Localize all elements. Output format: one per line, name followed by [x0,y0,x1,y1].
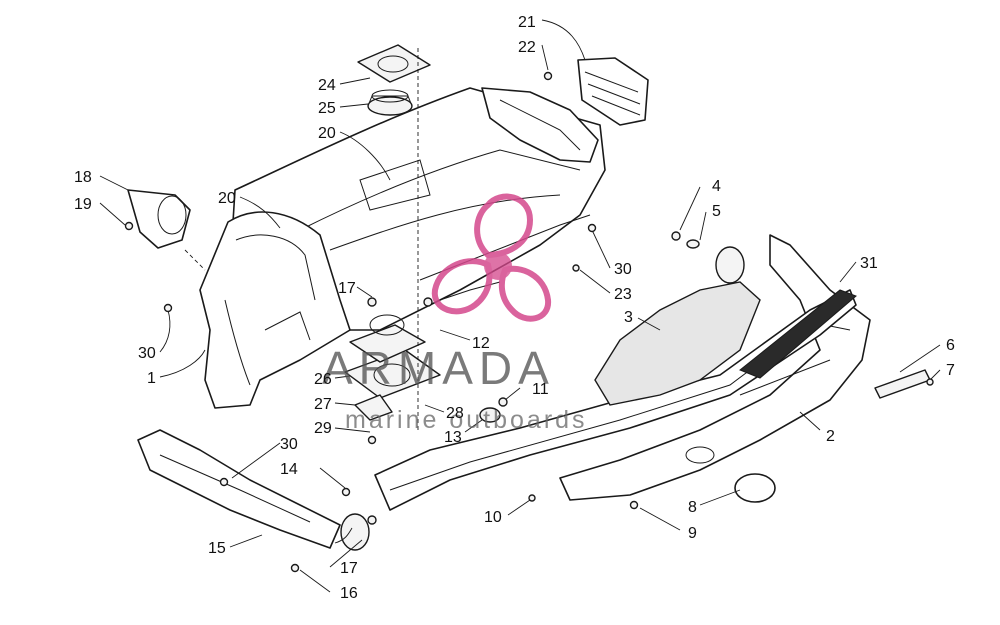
lower-left-panel-part [137,429,341,549]
callout-20-top: 20 [318,125,336,142]
callout-13: 13 [444,429,462,446]
callout-8: 8 [688,499,697,516]
round-plug-part [734,473,776,503]
callout-3: 3 [624,309,633,326]
gasket-plate-part [357,44,431,83]
callout-22: 22 [518,39,536,56]
callout-29: 29 [314,420,332,437]
callout-31: 31 [860,255,878,272]
callout-30-lower: 30 [280,436,298,453]
callout-4: 4 [712,178,721,195]
rubber-boot-part [367,89,413,116]
callout-1: 1 [147,370,156,387]
callout-30-left: 30 [138,345,156,362]
callout-16: 16 [340,585,358,602]
callout-14: 14 [280,461,298,478]
watermark-brand: ARMADA [322,342,555,394]
callout-labels: 21 22 24 25 20 20 18 19 17 30 1 12 26 27… [74,14,955,602]
watermark-propeller-logo [431,193,552,322]
callout-21: 21 [518,14,536,31]
reflector-part [874,369,931,399]
callout-17-lower: 17 [340,560,358,577]
grommet-part [479,407,501,423]
callout-25: 25 [318,100,336,117]
callout-11: 11 [532,381,549,398]
watermark-tagline: marine outboards [345,406,588,434]
callout-26: 26 [314,371,332,388]
callout-30-mid: 30 [614,261,632,278]
callout-19: 19 [74,196,92,213]
vent-grille-part [577,57,649,126]
callout-27: 27 [314,396,332,413]
callout-20-left: 20 [218,190,236,207]
leader-lines [99,19,941,593]
callout-24: 24 [318,77,336,94]
callout-5: 5 [712,203,721,220]
callout-28: 28 [446,405,464,422]
rear-shroud-part [481,87,599,163]
washer-part [340,239,745,551]
callout-23: 23 [614,286,632,303]
callout-15: 15 [208,540,226,557]
callout-6: 6 [946,337,955,354]
clip-bracket-part [354,394,393,421]
callout-12: 12 [472,335,490,352]
air-duct-part [127,189,191,249]
rubber-strip-part [739,289,857,379]
hardware-bolts [124,71,934,573]
callout-18: 18 [74,169,92,186]
callout-17-upper: 17 [338,280,356,297]
callout-7: 7 [946,362,955,379]
callout-10: 10 [484,509,502,526]
side-panel-part [199,211,351,409]
foam-insulation-part [594,281,761,406]
callout-2: 2 [826,428,835,445]
mount-plate-part [349,314,426,363]
callout-9: 9 [688,525,697,542]
